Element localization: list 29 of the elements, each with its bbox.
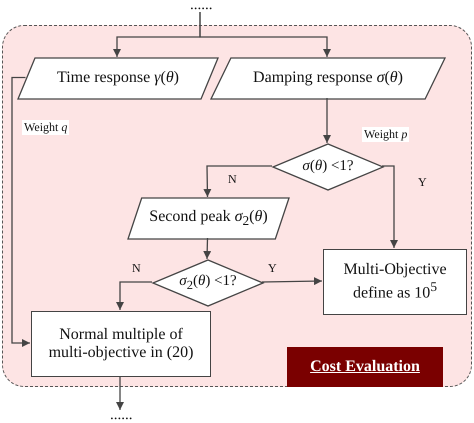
arrow — [116, 376, 124, 410]
arrow — [323, 98, 331, 143]
node-text: Time response γ(θ) — [56, 69, 180, 88]
arrow — [262, 277, 322, 286]
arrow — [382, 165, 398, 248]
section-title: Cost Evaluation — [287, 347, 443, 387]
arrow — [116, 281, 152, 310]
arrow — [203, 165, 272, 198]
node-text: Multi-Objective define as 10$^{5}$ — [342, 260, 448, 304]
arrow — [11, 76, 30, 347]
arrow — [203, 238, 212, 260]
process-box — [323, 249, 467, 315]
ellipsis-text: ...... — [189, 0, 214, 15]
ellipsis-text: ...... — [109, 407, 134, 423]
edge-label: Weight q — [22, 120, 70, 135]
data-parallelogram — [18, 58, 218, 99]
edge-label: Weight p — [362, 127, 410, 142]
node-text: Normal multiple of multi-objective in (20) — [48, 326, 194, 362]
data-parallelogram — [211, 58, 445, 99]
arrow — [199, 12, 331, 57]
decision-diamond — [153, 260, 263, 306]
node-text: Damping response σ(θ) — [252, 69, 404, 88]
node-text: σ$_{2}$(θ) <1? — [178, 273, 238, 293]
node-text: Second peak σ$_{2}$(θ) — [148, 208, 269, 229]
dashed-region — [2, 25, 472, 387]
process-box — [31, 311, 211, 377]
data-parallelogram — [128, 198, 289, 239]
node-text: σ(θ) <1? — [301, 158, 355, 176]
decision-diamond — [273, 144, 383, 190]
